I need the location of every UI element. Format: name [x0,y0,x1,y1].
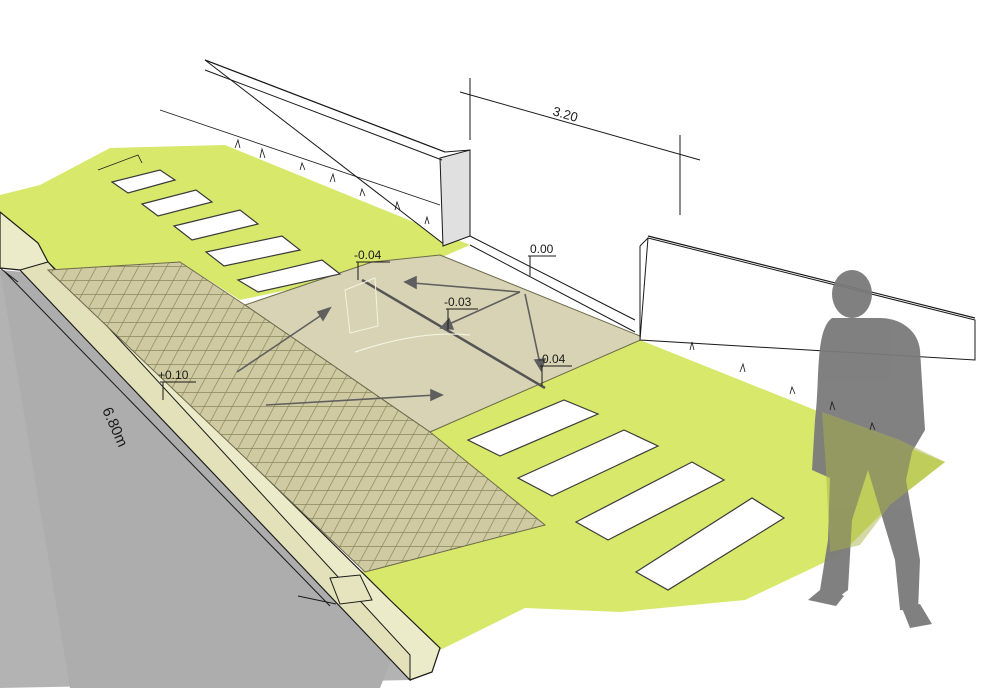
person-lawn-overlay [822,412,945,552]
stepping-stones-upper [110,169,342,293]
level-marker-minus-004-top: -0.04 [354,248,390,280]
level-label-plus-010: +0.10 [158,368,189,382]
level-marker-plus-010: +0.10 [158,368,196,400]
level-marker-minus-003: -0.03 [444,295,478,330]
level-marker-000: 0.00 [528,242,556,276]
level-label-minus-004-bottom: -0.04 [538,352,566,366]
level-label-minus-003: -0.03 [444,295,472,309]
curb-face [19,261,411,682]
dimension-width-label: 3.20 [551,103,579,124]
dimension-length [0,267,337,607]
curb-end-block [329,574,373,605]
slab-corner-mark [344,277,379,334]
level-label-000: 0.00 [530,242,554,256]
road-surface-lower [0,270,395,688]
paver-field [46,261,547,573]
level-marker-minus-004-bottom: -0.04 [538,352,572,386]
slab-curve [354,333,471,353]
flow-arrows [236,275,547,406]
level-label-minus-004-top: -0.04 [354,248,382,262]
garden-wall-left [159,59,471,247]
grass-tufts [97,138,876,431]
stepping-stones-lower [466,399,786,591]
dimension-width [459,78,701,215]
